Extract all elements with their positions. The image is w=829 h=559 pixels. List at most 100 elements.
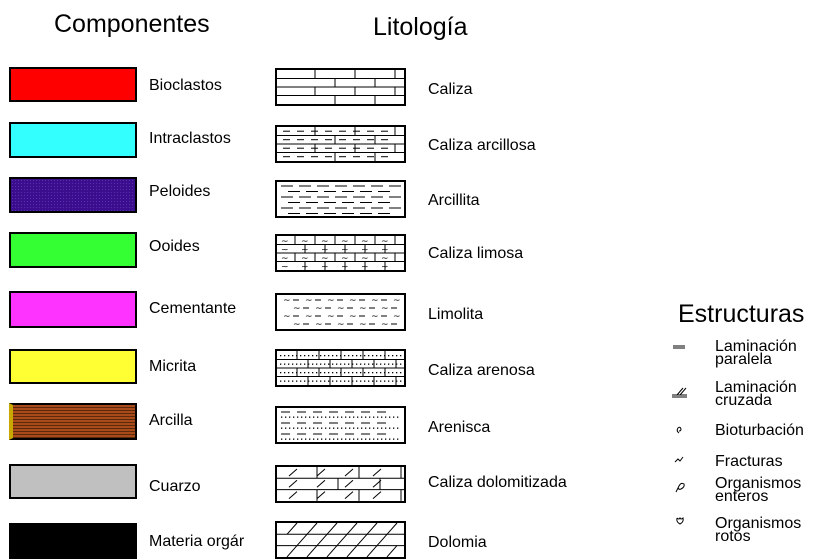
svg-text:~: ~ — [321, 246, 329, 256]
lithology-pattern-caliza-dolomitizada — [275, 465, 406, 503]
svg-text:~: ~ — [321, 254, 329, 264]
svg-text:~: ~ — [281, 263, 289, 273]
svg-text:~: ~ — [321, 263, 329, 273]
litologia-title: Litología — [373, 13, 468, 41]
label-dolomia: Dolomia — [428, 534, 487, 551]
svg-text:~: ~ — [293, 320, 301, 330]
svg-text:~: ~ — [281, 254, 289, 264]
lithology-pattern-caliza-arenosa — [275, 349, 406, 387]
svg-text:~: ~ — [293, 304, 301, 314]
svg-text:~: ~ — [327, 296, 335, 306]
svg-text:~: ~ — [301, 246, 309, 256]
svg-text:~: ~ — [301, 237, 309, 247]
svg-text:~: ~ — [327, 312, 335, 322]
swatch-materia-organica — [9, 523, 137, 559]
swatch-cuarzo — [9, 464, 137, 499]
svg-text:~: ~ — [341, 263, 349, 273]
bioturbation-icon — [676, 426, 682, 434]
lithology-pattern-caliza — [275, 68, 406, 106]
svg-text:~: ~ — [361, 263, 369, 273]
label-laminacion-cruzada-1: Laminación — [715, 379, 797, 396]
label-organismos-rotos-1: Organismos — [715, 515, 802, 532]
label-bioturbacion: Bioturbación — [715, 422, 804, 439]
svg-text:~: ~ — [371, 312, 379, 322]
label-materia-organica: Materia orgár — [149, 533, 245, 550]
swatch-arcilla — [9, 403, 137, 440]
label-laminacion-paralela-2: paralela — [715, 351, 772, 368]
label-laminacion-cruzada-2: cruzada — [715, 392, 772, 409]
svg-text:~: ~ — [341, 246, 349, 256]
label-bioclastos: Bioclastos — [149, 77, 222, 94]
whole-organisms-icon — [675, 482, 685, 493]
svg-text:~: ~ — [361, 237, 369, 247]
swatch-cementante — [9, 291, 137, 328]
label-arcillita: Arcillita — [428, 192, 480, 209]
svg-text:~: ~ — [321, 237, 329, 247]
label-organismos-enteros-1: Organismos — [715, 475, 802, 492]
svg-text:~: ~ — [381, 263, 389, 273]
svg-text:~: ~ — [341, 237, 349, 247]
svg-text:~: ~ — [371, 296, 379, 306]
fractures-icon — [674, 456, 684, 463]
svg-text:~: ~ — [305, 296, 313, 306]
estructuras-title: Estructuras — [678, 300, 805, 328]
swatch-ooides — [9, 232, 137, 268]
label-caliza-limosa: Caliza limosa — [428, 245, 524, 262]
svg-text:~: ~ — [359, 320, 367, 330]
svg-text:~: ~ — [281, 237, 289, 247]
swatch-micrita — [9, 349, 137, 384]
svg-text:~: ~ — [381, 246, 389, 256]
svg-text:~: ~ — [283, 312, 291, 322]
label-arcilla: Arcilla — [149, 412, 193, 429]
svg-text:~: ~ — [361, 254, 369, 264]
svg-text:~: ~ — [283, 296, 291, 306]
label-cuarzo: Cuarzo — [149, 478, 201, 495]
broken-organisms-icon — [676, 516, 684, 525]
label-peloides: Peloides — [149, 183, 211, 200]
label-caliza-arenosa: Caliza arenosa — [428, 362, 535, 379]
svg-text:~: ~ — [359, 304, 367, 314]
svg-text:~: ~ — [337, 304, 345, 314]
label-caliza-dolomitizada: Caliza dolomitizada — [428, 474, 567, 491]
lithology-pattern-limolita: ~~~~~~~~~~~~~~~~~~~~~~ — [275, 293, 406, 331]
swatch-bioclastos — [9, 67, 137, 102]
cross-lamination-icon — [672, 387, 687, 398]
swatch-intraclastos — [9, 122, 137, 158]
lithology-pattern-caliza-arcillosa — [275, 125, 406, 163]
svg-text:~: ~ — [315, 320, 323, 330]
svg-text:~: ~ — [381, 304, 389, 314]
svg-text:~: ~ — [281, 246, 289, 256]
lithology-pattern-caliza-limosa: ~~~~~~~~~~~~~~~~~~~~~~~~ — [275, 234, 406, 272]
swatch-peloides — [9, 177, 137, 213]
svg-text:~: ~ — [393, 296, 401, 306]
svg-text:~: ~ — [381, 237, 389, 247]
svg-text:~: ~ — [301, 263, 309, 273]
lithology-pattern-arcillita — [275, 180, 406, 218]
componentes-title: Componentes — [54, 10, 210, 38]
label-organismos-rotos-2: rotos — [715, 528, 751, 545]
lithology-pattern-dolomia — [275, 521, 406, 559]
svg-text:~: ~ — [349, 312, 357, 322]
label-ooides: Ooides — [149, 238, 200, 255]
label-caliza: Caliza — [428, 81, 473, 98]
svg-text:~: ~ — [349, 296, 357, 306]
label-organismos-enteros-2: enteros — [715, 488, 769, 505]
svg-text:~: ~ — [393, 312, 401, 322]
parallel-lamination-icon — [673, 345, 685, 349]
label-arenisca: Arenisca — [428, 419, 491, 436]
svg-text:~: ~ — [341, 254, 349, 264]
svg-text:~: ~ — [337, 320, 345, 330]
svg-text:~: ~ — [381, 320, 389, 330]
label-caliza-arcillosa: Caliza arcillosa — [428, 137, 536, 154]
label-intraclastos: Intraclastos — [149, 130, 231, 147]
label-laminacion-paralela-1: Laminación — [715, 338, 797, 355]
label-limolita: Limolita — [428, 306, 484, 323]
svg-text:~: ~ — [361, 246, 369, 256]
label-fracturas: Fracturas — [715, 453, 783, 470]
svg-text:~: ~ — [301, 254, 309, 264]
label-cementante: Cementante — [149, 300, 237, 317]
svg-text:~: ~ — [315, 304, 323, 314]
lithology-pattern-arenisca — [275, 406, 406, 444]
label-micrita: Micrita — [149, 358, 197, 375]
svg-text:~: ~ — [305, 312, 313, 322]
